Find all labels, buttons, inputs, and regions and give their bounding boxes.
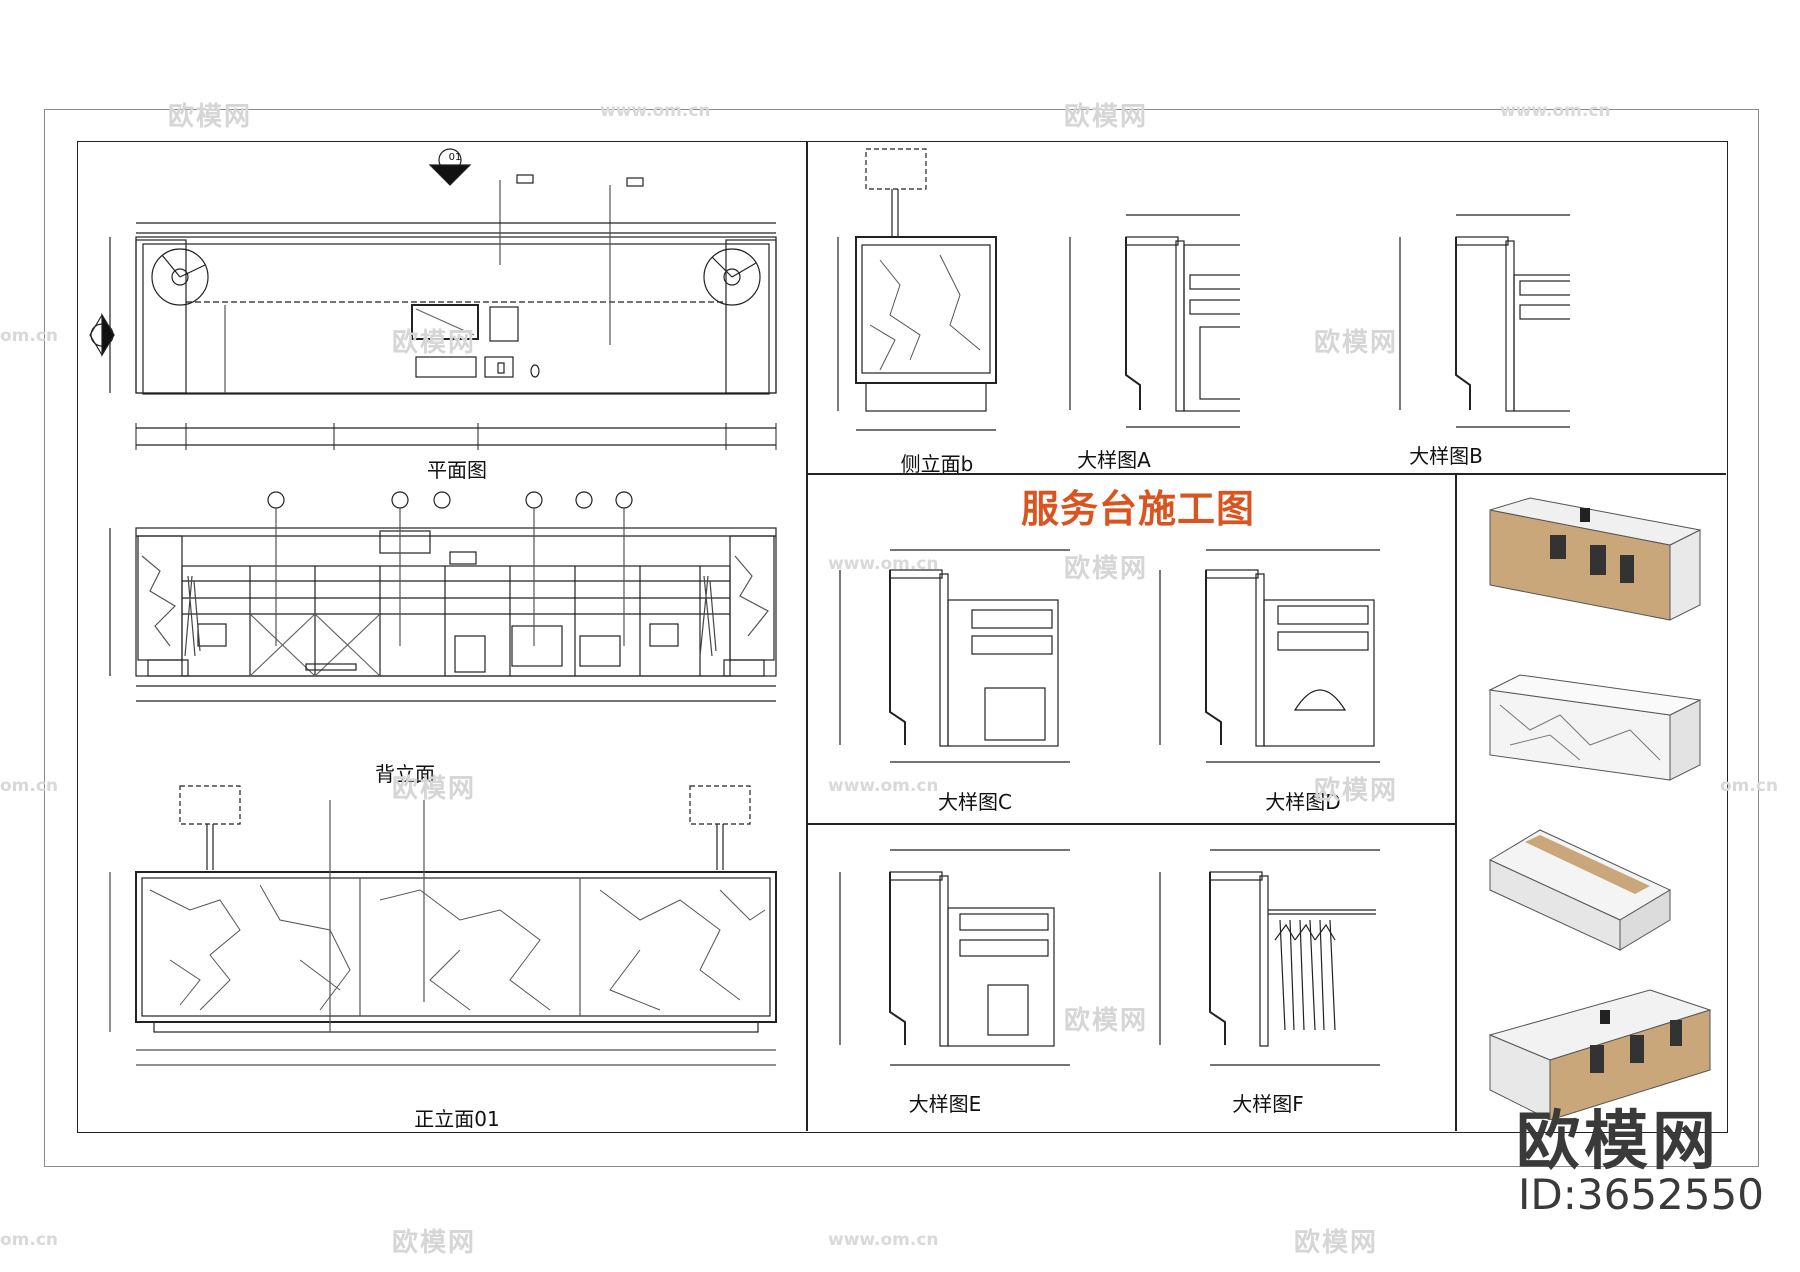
watermark-url: www.om.cn bbox=[600, 101, 711, 121]
caption-detail-e: 大样图E bbox=[908, 1092, 982, 1116]
watermark-url: www.om.cn bbox=[828, 1230, 939, 1250]
divider-left bbox=[806, 141, 808, 1131]
divider-top bbox=[806, 473, 1726, 475]
back-elevation-drawing bbox=[109, 491, 777, 702]
watermark-url: om.cn bbox=[0, 326, 59, 346]
detail-c-drawing bbox=[839, 549, 1070, 763]
watermark-logo: 欧模网 bbox=[1064, 102, 1149, 132]
sheet-title: 服务台施工图 bbox=[1020, 487, 1256, 531]
render-top-view bbox=[1488, 829, 1672, 951]
caption-back-elevation: 背立面 bbox=[375, 762, 435, 786]
side-elevation-drawing bbox=[837, 148, 997, 431]
watermark-logo: 欧模网 bbox=[392, 774, 477, 804]
watermark-logo: 欧模网 bbox=[1314, 776, 1399, 806]
render-back-angled-view bbox=[1488, 989, 1712, 1120]
caption-detail-d: 大样图D bbox=[1265, 790, 1341, 814]
watermark-url: om.cn bbox=[0, 776, 59, 796]
detail-e-drawing bbox=[839, 849, 1070, 1066]
render-back-view bbox=[1489, 497, 1702, 621]
detail-d-drawing bbox=[1159, 549, 1380, 763]
divider-right bbox=[1455, 473, 1457, 1131]
watermark-logo: 欧模网 bbox=[1314, 328, 1399, 358]
brand-logo: 欧模网 bbox=[1516, 1105, 1720, 1179]
render-front-view bbox=[1488, 674, 1702, 781]
brand-id: ID:3652550 bbox=[1518, 1170, 1764, 1219]
watermark-url: www.om.cn bbox=[828, 554, 939, 574]
detail-a-drawing bbox=[1069, 214, 1240, 428]
caption-side-elevation: 侧立面b bbox=[900, 452, 974, 476]
watermark-logo: 欧模网 bbox=[392, 1228, 477, 1258]
caption-front-elevation: 正立面01 bbox=[414, 1107, 500, 1131]
watermark-url: www.om.cn bbox=[828, 776, 939, 796]
detail-f-drawing bbox=[1159, 849, 1380, 1066]
caption-detail-f: 大样图F bbox=[1232, 1092, 1304, 1116]
watermark-url: www.om.cn bbox=[1500, 101, 1611, 121]
section-marker-label: 01 bbox=[448, 152, 462, 163]
drawing-frame bbox=[77, 141, 1728, 1133]
watermark-logo: 欧模网 bbox=[1294, 1228, 1379, 1258]
watermark-url: om.cn bbox=[1720, 776, 1779, 796]
divider-middle bbox=[806, 823, 1455, 825]
watermark-logo: 欧模网 bbox=[1064, 1006, 1149, 1036]
detail-b-drawing bbox=[1399, 214, 1570, 428]
caption-detail-a: 大样图A bbox=[1077, 448, 1151, 472]
front-elevation-drawing bbox=[109, 785, 777, 1066]
sheet-outer-border bbox=[44, 109, 1759, 1167]
render-views bbox=[1488, 497, 1712, 1120]
watermark-url: om.cn bbox=[0, 1230, 59, 1250]
plan-drawing bbox=[89, 148, 777, 450]
caption-plan: 平面图 bbox=[427, 458, 487, 482]
watermark-logo: 欧模网 bbox=[168, 102, 253, 132]
caption-detail-c: 大样图C bbox=[938, 790, 1012, 814]
watermark-logo: 欧模网 bbox=[392, 328, 477, 358]
caption-detail-b: 大样图B bbox=[1409, 444, 1483, 468]
watermark-logo: 欧模网 bbox=[1064, 554, 1149, 584]
